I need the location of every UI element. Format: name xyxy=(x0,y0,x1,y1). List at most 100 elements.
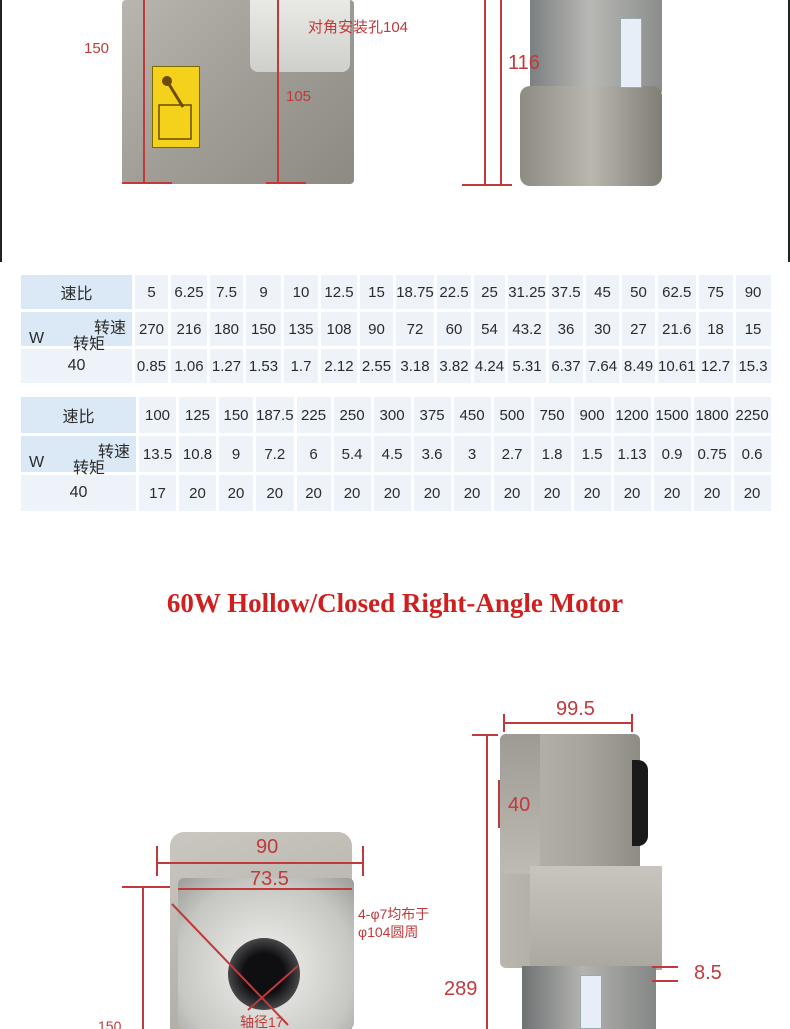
torque-cell: 5.31 xyxy=(508,349,546,383)
ratio-cell: 90 xyxy=(735,275,771,309)
speed-cell: 180 xyxy=(210,312,243,346)
ratio-cell: 300 xyxy=(373,397,411,433)
torque-cell: 20 xyxy=(533,475,571,511)
speed-cell: 1.5 xyxy=(573,436,611,472)
torque-cell: 0.85 xyxy=(135,349,168,383)
torque-cell: 10.61 xyxy=(658,349,696,383)
ratio-cell: 12.5 xyxy=(321,275,357,309)
torque-cell: 4.24 xyxy=(474,349,505,383)
ratio-cell: 31.25 xyxy=(508,275,546,309)
dim-tick-8-5-bottom xyxy=(652,980,678,982)
speed-cell: 30 xyxy=(586,312,619,346)
torque-cell: 20 xyxy=(653,475,691,511)
torque-cell: 20 xyxy=(296,475,331,511)
frame-edge-right xyxy=(788,0,790,262)
speed-cell: 9 xyxy=(219,436,253,472)
torque-cell: 3.82 xyxy=(437,349,471,383)
speed-cell: 150 xyxy=(246,312,281,346)
speed-label: 转速 xyxy=(93,320,126,337)
speed-cell: 7.2 xyxy=(256,436,294,472)
motor-nameplate-bottom xyxy=(580,975,602,1029)
speed-cell: 5.4 xyxy=(333,436,371,472)
torque-cell: 1.06 xyxy=(171,349,207,383)
torque-cell: 8.49 xyxy=(622,349,655,383)
ratio-cell: 225 xyxy=(296,397,331,433)
speed-cell: 6 xyxy=(296,436,331,472)
section-title: 60W Hollow/Closed Right-Angle Motor xyxy=(166,588,624,618)
ratio-cell: 15 xyxy=(360,275,393,309)
dim-line-99-5 xyxy=(504,722,632,724)
ratio-cell: 75 xyxy=(698,275,733,309)
ratio-cell: 22.5 xyxy=(437,275,471,309)
dim-line-40 xyxy=(498,780,500,828)
ratio-cell: 150 xyxy=(219,397,253,433)
torque-cell: 2.55 xyxy=(360,349,393,383)
torque-cell: 2.12 xyxy=(321,349,357,383)
speed-cell: 15 xyxy=(735,312,771,346)
ratio-cell: 187.5 xyxy=(256,397,294,433)
ratio-cell: 900 xyxy=(573,397,611,433)
torque-cell: 20 xyxy=(453,475,491,511)
torque-cell: 1.27 xyxy=(210,349,243,383)
ratio-cell: 1500 xyxy=(653,397,691,433)
dim-label-150-bottom: 150 xyxy=(98,1018,122,1029)
dim-tick-99-5-right xyxy=(631,714,633,732)
speed-cell: 13.5 xyxy=(139,436,176,472)
motor-nameplate xyxy=(620,18,642,88)
torque-cell: 20 xyxy=(413,475,451,511)
ratio-cell: 100 xyxy=(139,397,176,433)
motor-flange xyxy=(520,86,662,186)
dim-line-150-bottom xyxy=(142,886,144,1029)
torque-label: 转矩 xyxy=(73,460,106,477)
dim-line-90 xyxy=(156,862,364,864)
torque-cell: 1.53 xyxy=(246,349,281,383)
torque-label: 转矩 xyxy=(73,336,106,353)
torque-cell: 20 xyxy=(373,475,411,511)
dim-label-90: 90 xyxy=(256,836,279,858)
dim-tick-90-left xyxy=(156,846,158,876)
torque-cell: 17 xyxy=(139,475,176,511)
dim-tick-105-bottom xyxy=(266,182,306,184)
torque-cell: 7.64 xyxy=(586,349,619,383)
power-unit-label: W xyxy=(29,454,45,471)
frame-edge-left xyxy=(0,0,2,262)
speed-cell: 90 xyxy=(360,312,393,346)
dim-label-40: 40 xyxy=(508,794,531,816)
ratio-cell: 5 xyxy=(135,275,168,309)
dim-line-73-5 xyxy=(178,888,352,890)
hole-note-line1: 4-φ7均布于 xyxy=(358,906,430,922)
ratio-cell: 375 xyxy=(413,397,451,433)
dim-label-8-5: 8.5 xyxy=(694,962,722,984)
gearbox-step-block xyxy=(530,866,662,970)
dim-label-116: 116 xyxy=(508,52,540,74)
gearbox-faceplate xyxy=(250,0,350,72)
torque-cell: 12.7 xyxy=(698,349,733,383)
speed-cell: 60 xyxy=(437,312,471,346)
ratio-cell: 50 xyxy=(622,275,655,309)
speed-cell: 10.8 xyxy=(179,436,216,472)
mount-hole-note: 对角安装孔104 xyxy=(308,19,409,36)
torque-cell: 20 xyxy=(219,475,253,511)
dim-tick-90-right xyxy=(362,846,364,876)
hole-note-line2: φ104圆周 xyxy=(358,924,419,940)
gearbox-top-flange xyxy=(500,734,540,874)
ratio-cell: 2250 xyxy=(733,397,771,433)
dim-line-289 xyxy=(486,734,488,1029)
speed-cell: 0.75 xyxy=(693,436,731,472)
speed-cell: 4.5 xyxy=(373,436,411,472)
dim-label-150: 150 xyxy=(84,40,110,57)
speed-cell: 36 xyxy=(549,312,583,346)
speed-cell: 270 xyxy=(135,312,168,346)
speed-cell: 21.6 xyxy=(658,312,696,346)
warning-sticker xyxy=(152,66,200,148)
ratio-cell: 1800 xyxy=(693,397,731,433)
diagonal-leader-lines xyxy=(171,903,298,1026)
ratio-cell: 18.75 xyxy=(396,275,434,309)
torque-cell: 20 xyxy=(613,475,651,511)
